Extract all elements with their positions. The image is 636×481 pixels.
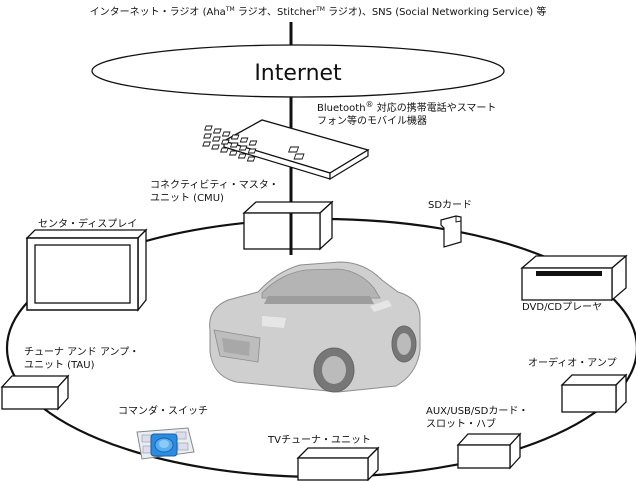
sd-card-label: SDカード <box>428 199 472 211</box>
audio-amp-box <box>560 373 628 414</box>
commander-label: コマンダ・スイッチ <box>118 404 208 417</box>
cmu-caption-line2: ユニット (CMU) <box>150 193 224 204</box>
tau-caption-line1: チューナ アンド アンプ・ <box>24 346 139 358</box>
aux-hub-caption-line2: スロット・ハブ <box>426 417 496 430</box>
tv-tuner-label: TVチューナ・ユニット <box>267 434 371 446</box>
internet-label: Internet <box>254 61 342 86</box>
dvd-player-label: DVD/CDプレーヤ <box>522 301 602 313</box>
sd-card-icon <box>440 215 462 248</box>
phone-caption-line1: Bluetooth® 対応の携帯電話やスマート <box>317 100 496 114</box>
services-caption: インターネット・ラジオ (AhaTM ラジオ、StitcherTM ラジオ)、S… <box>90 5 547 18</box>
tau-caption-line2: ユニット (TAU) <box>24 360 95 371</box>
internet-cloud <box>91 44 505 98</box>
phone-caption-line2: フォン等のモバイル機器 <box>317 114 427 127</box>
aux-hub-caption-line1: AUX/USB/SDカード・ <box>426 405 528 417</box>
cmu-caption-line1: コネクティビティ・マスタ・ <box>150 179 279 191</box>
aux-hub-box <box>456 432 522 470</box>
audio-amp-label: オーディオ・アンプ <box>528 356 617 369</box>
center-display-label: センタ・ディスプレイ <box>38 217 137 230</box>
commander-switch-icon <box>136 427 195 460</box>
dvd-player-icon <box>520 254 628 302</box>
center-display-icon <box>25 228 148 312</box>
vehicle-image <box>209 261 421 393</box>
phone-device <box>202 119 370 181</box>
cmu-box <box>242 200 334 255</box>
tv-tuner-box <box>296 446 380 481</box>
tau-box <box>0 374 70 411</box>
